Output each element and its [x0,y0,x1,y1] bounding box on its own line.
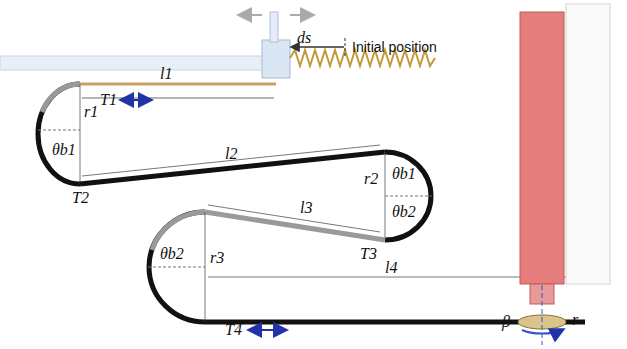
dim-label: ds [297,30,311,46]
dim-label: l2 [225,146,237,162]
tension-label: T4 [225,322,242,338]
radius-label: r2 [364,171,378,187]
tension-label: T2 [72,190,89,206]
angle-label: β [502,314,510,330]
dim-label: l1 [160,66,172,82]
angle-label: θb1 [392,166,416,182]
angle-label: θb2 [392,204,416,220]
tension-label: T3 [360,246,377,262]
radius-label: r3 [210,250,224,266]
radius-label: r1 [84,104,98,120]
radius-label: r [572,312,578,328]
dim-label: l4 [385,260,397,276]
note-label: Initial position [352,40,437,54]
dim-label: l3 [300,200,312,216]
angle-label: θb2 [160,246,184,262]
tension-label: T1 [100,92,117,108]
angle-label: θb1 [52,142,76,158]
